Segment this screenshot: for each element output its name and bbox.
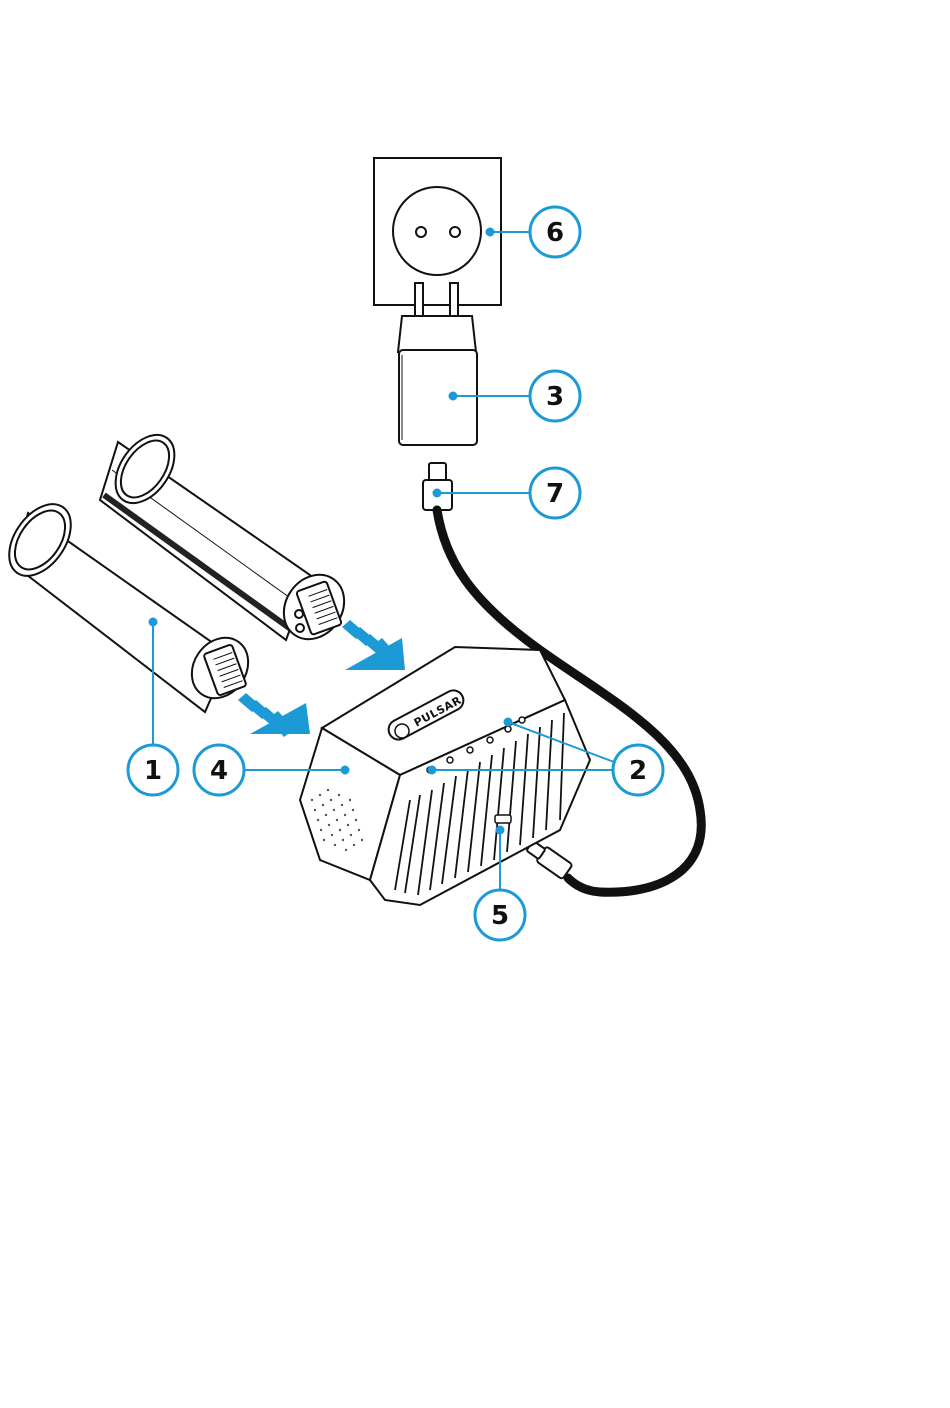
svg-text:5: 5 <box>491 901 509 931</box>
svg-text:2: 2 <box>629 756 647 786</box>
usb-port <box>495 815 511 823</box>
insert-arrow-back <box>342 620 405 670</box>
wall-socket <box>374 158 501 305</box>
insert-arrow-front <box>238 693 310 737</box>
svg-text:4: 4 <box>210 756 228 786</box>
power-adapter <box>398 283 477 445</box>
callout-4: 4 <box>194 745 244 795</box>
svg-text:1: 1 <box>144 756 162 786</box>
svg-text:7: 7 <box>546 479 564 509</box>
callout-3: 3 <box>530 371 580 421</box>
callout-2: 2 <box>613 745 663 795</box>
callout-7: 7 <box>530 468 580 518</box>
callout-6: 6 <box>530 207 580 257</box>
svg-text:6: 6 <box>546 218 564 248</box>
callout-1: 1 <box>128 745 178 795</box>
callout-5: 5 <box>475 890 525 940</box>
svg-text:3: 3 <box>546 382 564 412</box>
